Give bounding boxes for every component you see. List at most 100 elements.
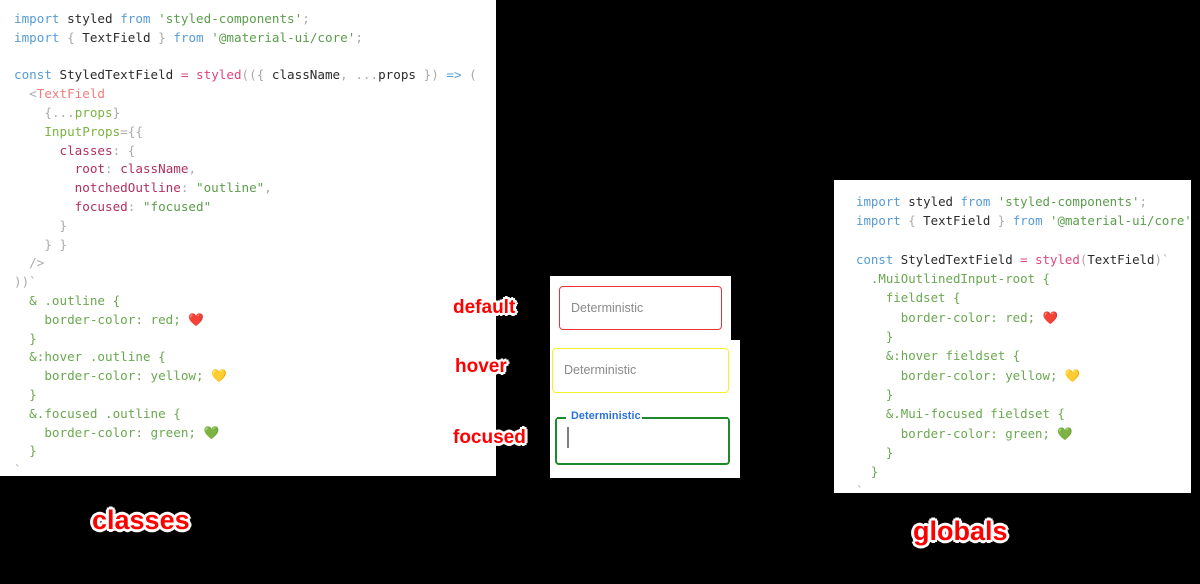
code-token: from [960, 194, 991, 209]
code-token: TextField [82, 29, 151, 45]
code-line: } [856, 462, 1191, 481]
code-token [856, 348, 886, 363]
code-line: &:hover fieldset { [856, 346, 1191, 365]
code-token: {{ [127, 123, 143, 139]
code-token [990, 194, 997, 209]
code-token [856, 387, 886, 402]
code-token: border-color: red; [900, 309, 1043, 325]
code-token: import [856, 194, 901, 209]
code-token: < [29, 86, 37, 102]
code-token: from [173, 29, 204, 45]
code-token [856, 406, 886, 421]
code-token: } } [44, 236, 68, 252]
code-token: } [885, 329, 894, 345]
code-token: &:hover fieldset { [885, 348, 1021, 364]
code-token [14, 105, 44, 120]
code-token: import [14, 29, 60, 45]
notched-outline-top [557, 417, 728, 419]
code-token: => [446, 67, 462, 83]
code-line [14, 48, 496, 67]
code-token: { [256, 67, 265, 83]
code-token: className [120, 161, 189, 177]
code-token: ( [1079, 251, 1088, 267]
code-token: 💛 [1064, 367, 1081, 383]
code-token: )` [1154, 251, 1170, 267]
code-line: import { TextField } from '@material-ui/… [14, 29, 496, 48]
code-token [14, 237, 44, 252]
code-token: 💚 [203, 424, 220, 440]
textfield-focused[interactable]: Deterministic [555, 410, 730, 465]
code-token: props [74, 104, 113, 120]
code-token [151, 11, 159, 26]
code-line: /> [14, 254, 496, 273]
code-token: ` [856, 483, 864, 493]
textfield-hover[interactable]: Deterministic [552, 348, 729, 393]
code-token: import [856, 213, 901, 229]
code-token: { [908, 213, 916, 229]
demo-card-focused: Deterministic [550, 403, 740, 478]
textfield-default[interactable]: Deterministic [559, 286, 722, 330]
code-token [856, 329, 886, 344]
code-token [264, 67, 272, 82]
code-line: border-color: yellow; 💛 [856, 366, 1191, 385]
code-token [990, 213, 997, 228]
code-token [14, 293, 29, 308]
code-token [188, 67, 196, 82]
code-line: root: className, [14, 160, 496, 179]
code-line: } [14, 386, 496, 405]
code-token: : [180, 180, 189, 196]
code-token [893, 252, 900, 267]
code-token [173, 67, 181, 82]
annotation-default: default [453, 297, 516, 318]
code-token: styled [908, 194, 953, 209]
code-line: border-color: red; ❤️ [14, 311, 496, 330]
annotation-hover: hover [455, 356, 507, 377]
code-line: InputProps={{ [14, 123, 496, 142]
code-token [856, 368, 901, 383]
annotation-focused: focused [453, 427, 526, 448]
code-token: &.focused .outline { [29, 405, 181, 421]
code-token [1005, 213, 1012, 228]
code-token [14, 143, 60, 158]
code-token [856, 464, 871, 479]
code-line: classes: { [14, 142, 496, 161]
code-token: import [14, 11, 60, 26]
code-token [462, 67, 470, 82]
text-caret [567, 427, 569, 448]
code-token [14, 349, 29, 364]
code-line: border-color: green; 💚 [856, 424, 1191, 443]
code-line: } [14, 217, 496, 236]
code-token: { [44, 104, 52, 120]
code-line: .MuiOutlinedInput-root { [856, 269, 1191, 288]
code-token: ; [1139, 194, 1147, 209]
code-token [120, 143, 128, 158]
code-token: "outline" [196, 180, 265, 196]
code-token: notchedOutline [74, 180, 181, 196]
code-token [1028, 252, 1035, 267]
code-line: ))` [14, 273, 496, 292]
code-token: } [885, 444, 894, 460]
code-line: &:hover .outline { [14, 348, 496, 367]
code-token [14, 443, 29, 458]
code-token [856, 426, 901, 441]
code-line: import styled from 'styled-components'; [856, 192, 1191, 211]
code-token: "focused" [142, 198, 212, 214]
code-token: StyledTextField [59, 67, 174, 83]
code-token: styled [196, 67, 242, 83]
code-token [14, 368, 44, 383]
code-token: : [105, 161, 113, 177]
code-token: } [29, 386, 37, 402]
code-line: } [856, 327, 1191, 346]
code-token: ; [355, 29, 363, 45]
code-token [14, 425, 44, 440]
code-token [14, 406, 29, 421]
code-line: import { TextField } from '@material-ui/… [856, 211, 1191, 230]
code-line: ` [856, 481, 1191, 493]
code-line: } [14, 442, 496, 461]
code-token: .MuiOutlinedInput-root { [870, 271, 1050, 287]
code-token: border-color: green; [44, 424, 204, 440]
code-token: } [870, 464, 879, 480]
code-token: ( [469, 67, 477, 83]
code-token: ` [14, 462, 22, 476]
label-classes: classes [92, 505, 190, 535]
